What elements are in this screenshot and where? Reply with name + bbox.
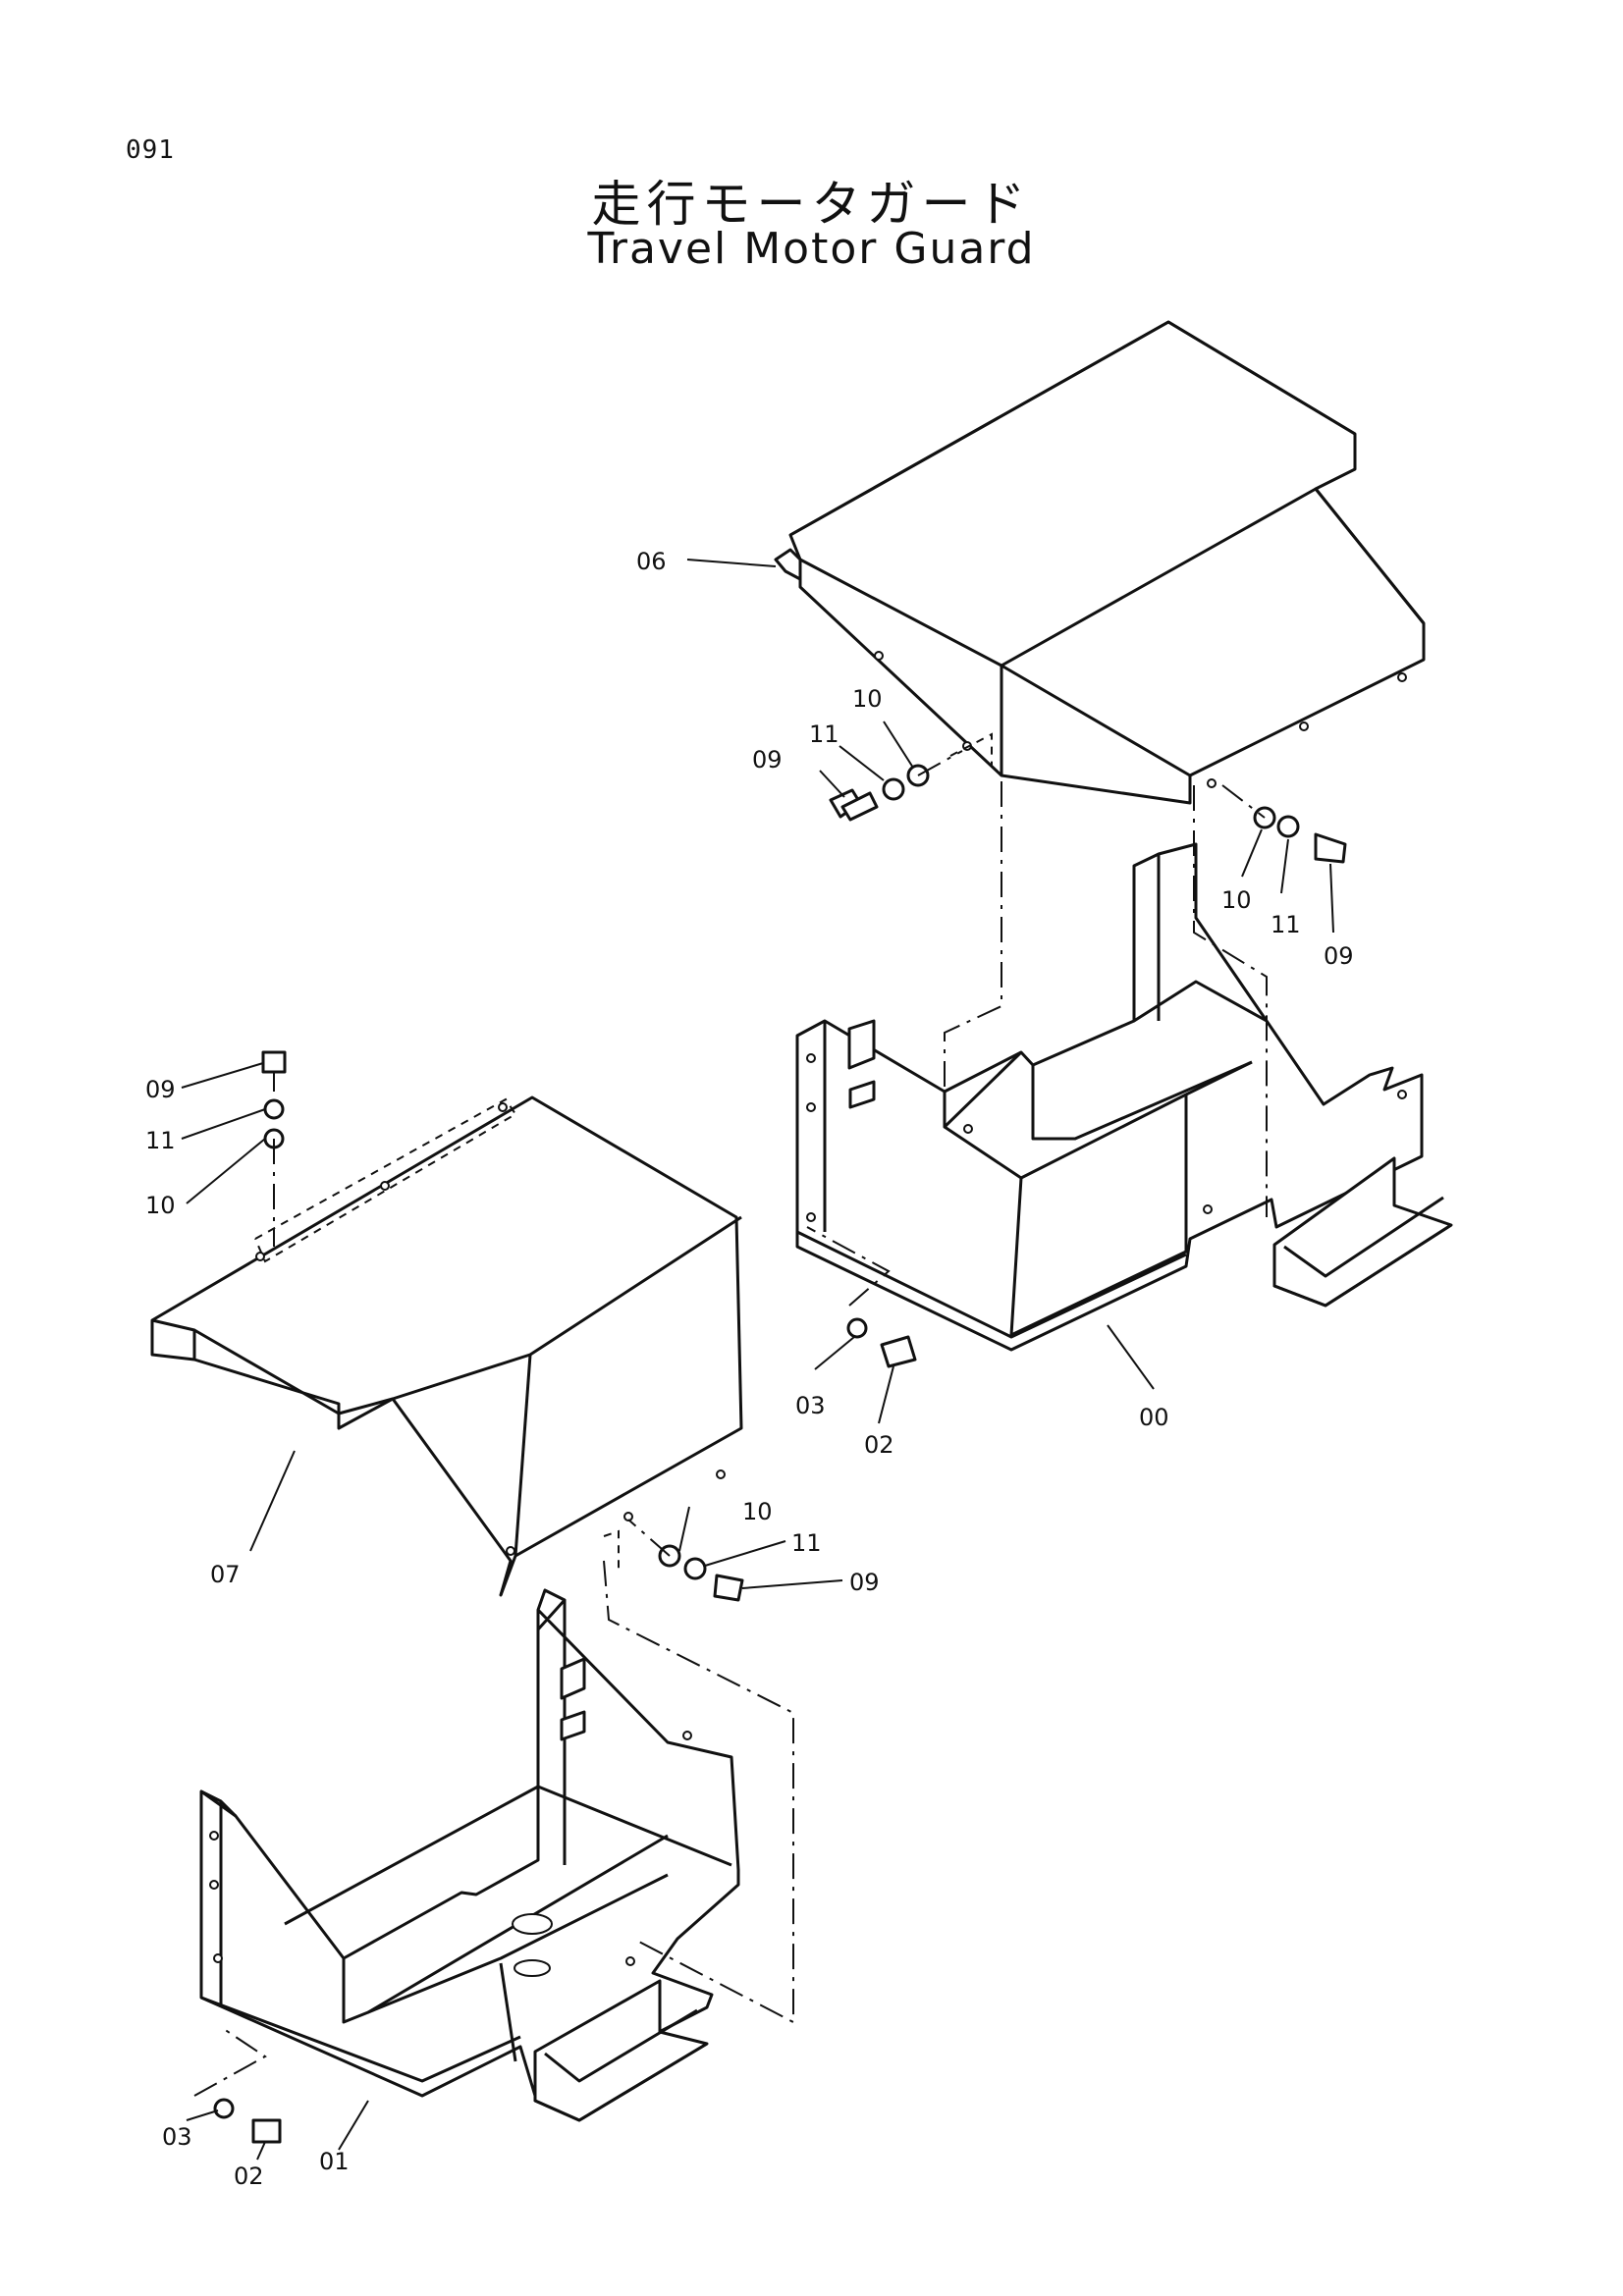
title-japanese: 走行モータガード — [591, 176, 1032, 233]
assembly-lines — [193, 732, 1268, 2097]
hardware-group-f — [213, 2098, 282, 2144]
callout-10: 10 — [742, 1498, 773, 1525]
page-number: 091 — [126, 135, 175, 165]
callout-03: 03 — [795, 1392, 826, 1419]
part-01-bracket — [199, 1588, 740, 2122]
callout-07: 07 — [210, 1561, 241, 1588]
callout-00: 00 — [1139, 1404, 1169, 1431]
leader-lines — [181, 559, 1334, 2161]
hardware-group-e — [658, 1544, 744, 1602]
part-06-cover — [774, 320, 1426, 805]
callout-10: 10 — [852, 685, 883, 713]
callout-10: 10 — [145, 1192, 176, 1219]
callout-03: 03 — [162, 2123, 192, 2151]
callout-09: 09 — [849, 1569, 880, 1596]
hardware-group-a — [829, 764, 930, 822]
hardware-group-b — [1253, 806, 1347, 864]
callout-09: 09 — [145, 1076, 176, 1103]
callout-11: 11 — [791, 1529, 822, 1557]
title-english: Travel Motor Guard — [587, 224, 1036, 274]
hardware-group-d — [261, 1050, 287, 1149]
callout-11: 11 — [809, 721, 839, 748]
part-07-cover — [150, 1095, 743, 1597]
callout-10: 10 — [1221, 886, 1252, 914]
callout-09: 09 — [752, 746, 783, 774]
callout-11: 11 — [145, 1127, 176, 1154]
callouts: 06 10 11 09 10 11 09 03 02 00 09 11 10 0… — [145, 548, 1354, 2190]
hardware-group-c — [846, 1317, 917, 1368]
callout-06: 06 — [636, 548, 667, 575]
part-00-bracket — [795, 842, 1453, 1352]
callout-02: 02 — [864, 1431, 894, 1459]
callout-09: 09 — [1324, 942, 1354, 970]
callout-11: 11 — [1271, 911, 1301, 938]
callout-02: 02 — [234, 2163, 264, 2190]
callout-01: 01 — [319, 2148, 350, 2175]
